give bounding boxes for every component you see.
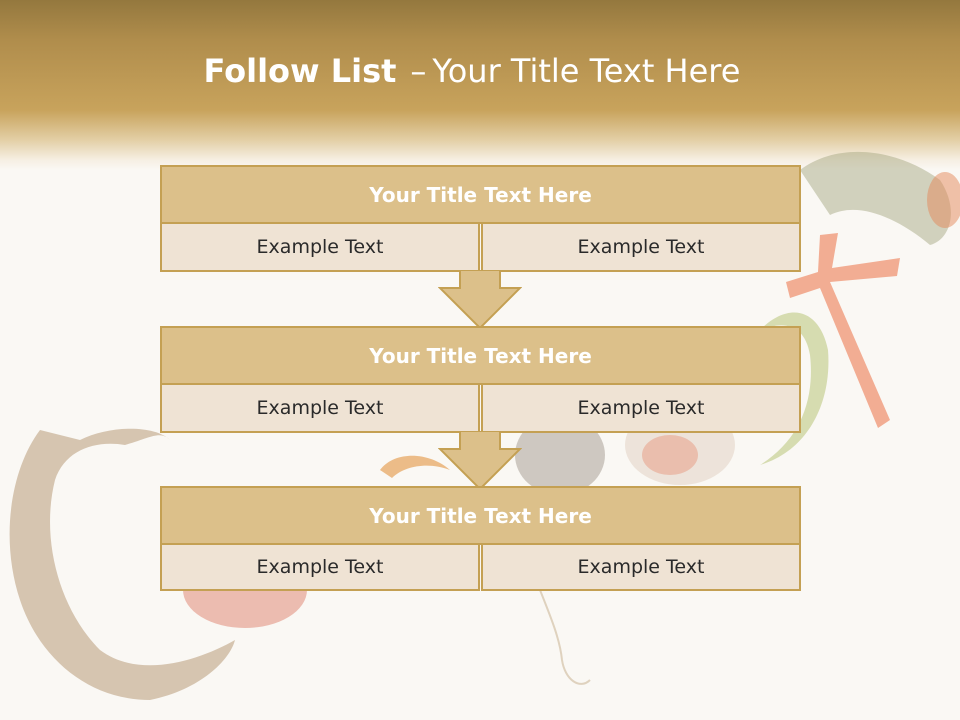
block-title: Your Title Text Here	[160, 486, 801, 545]
carrot-cross-shape	[786, 233, 900, 428]
block-title: Your Title Text Here	[160, 165, 801, 224]
block-left-cell: Example Text	[160, 543, 480, 591]
herb-shape	[800, 151, 951, 245]
header-band	[0, 0, 960, 170]
slide-title: Follow List–Your Title Text Here	[0, 52, 944, 90]
block-right-cell: Example Text	[481, 222, 801, 272]
chili-pepper-shape	[9, 428, 235, 700]
title-rest-part: Your Title Text Here	[432, 52, 741, 90]
orange-peel-shape	[380, 455, 450, 478]
block-title: Your Title Text Here	[160, 326, 801, 385]
block-left-cell: Example Text	[160, 222, 480, 272]
block-right-cell: Example Text	[481, 383, 801, 433]
green-chili-shape	[760, 312, 829, 465]
block-right-cell: Example Text	[481, 543, 801, 591]
title-dash: –	[410, 52, 427, 90]
down-arrow-icon	[438, 270, 522, 330]
block-left-cell: Example Text	[160, 383, 480, 433]
eggplant-shape	[515, 415, 605, 495]
title-bold-part: Follow List	[203, 52, 397, 90]
down-arrow-icon	[438, 431, 522, 491]
